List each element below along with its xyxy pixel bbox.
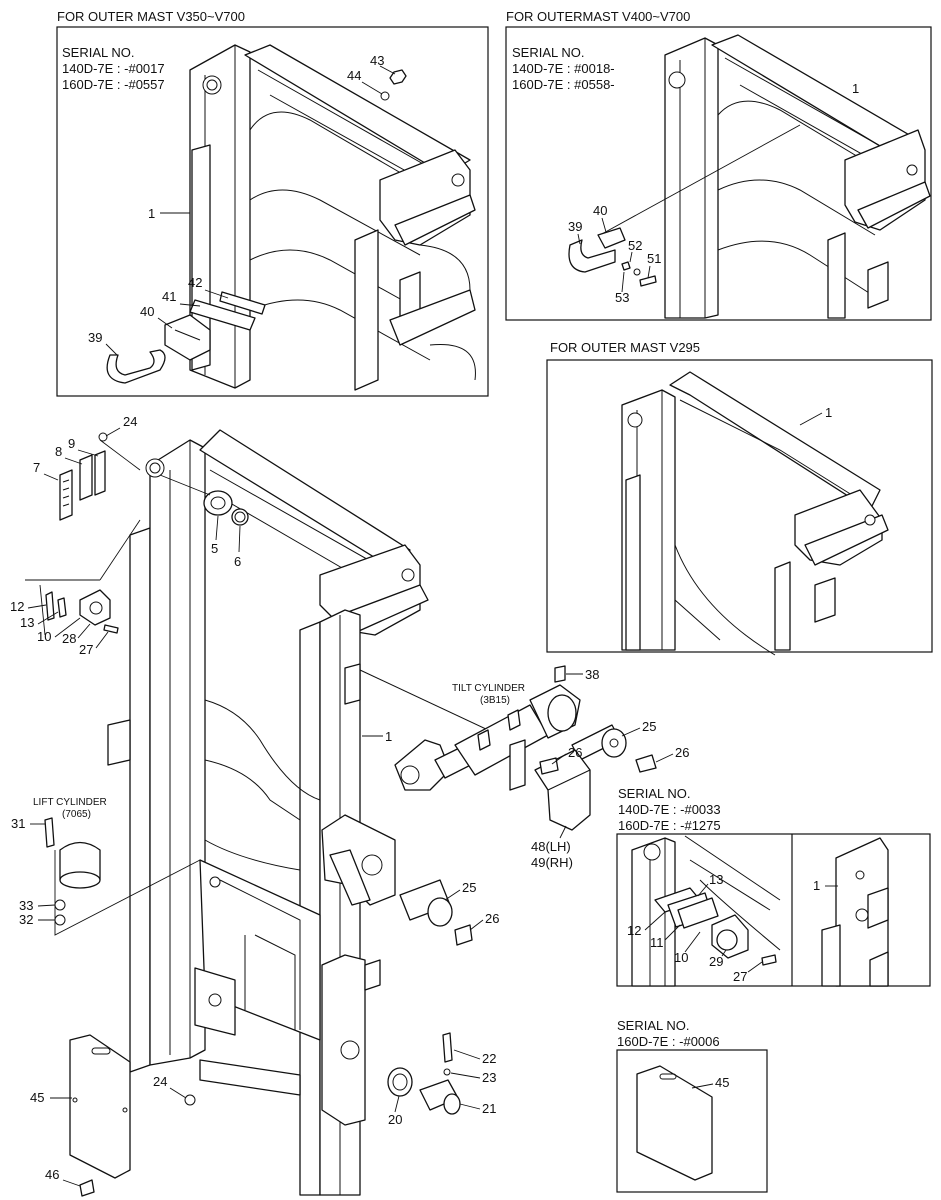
callout-40: 40 xyxy=(593,203,607,218)
callout-5: 5 xyxy=(211,541,218,556)
callout-24: 24 xyxy=(153,1074,167,1089)
serial-label: SERIAL NO. xyxy=(618,786,690,801)
callout-1: 1 xyxy=(148,206,155,221)
callout-32: 32 xyxy=(19,912,33,927)
panel-outer-mast-v350: FOR OUTER MAST V350~V700 SERIAL NO. 140D… xyxy=(56,9,489,397)
panel-outer-mast-v400: FOR OUTERMAST V400~V700 SERIAL NO. 140D-… xyxy=(505,9,932,321)
callout-22: 22 xyxy=(482,1051,496,1066)
callout-26: 26 xyxy=(485,911,499,926)
callout-7: 7 xyxy=(33,460,40,475)
callout-33: 33 xyxy=(19,898,33,913)
callout-12: 12 xyxy=(10,599,24,614)
callout-13: 13 xyxy=(20,615,34,630)
hose-clamp-assembly xyxy=(568,227,657,287)
callout-45: 45 xyxy=(30,1090,44,1105)
lower-parts xyxy=(69,879,473,1197)
callouts: 1 13 12 11 10 29 27 xyxy=(627,872,838,984)
main-mast-assembly xyxy=(107,429,521,1196)
top-left-small-parts xyxy=(25,432,249,636)
callout-27: 27 xyxy=(79,642,93,657)
serial-label: SERIAL NO. xyxy=(62,45,134,60)
callout-27: 27 xyxy=(733,969,747,984)
panel-outer-mast-v295: FOR OUTER MAST V295 1 xyxy=(546,340,933,656)
lift-cylinder-code: (7065) xyxy=(62,809,91,820)
outer-mast-drawing xyxy=(621,371,889,656)
callout-46: 46 xyxy=(45,1167,59,1182)
callouts: 1 40 39 52 51 53 xyxy=(568,81,859,305)
serial-line: 140D-7E : -#0033 xyxy=(618,802,721,817)
serial-label: SERIAL NO. xyxy=(617,1018,689,1033)
serial-line: 160D-7E : -#1275 xyxy=(618,818,721,833)
serial-line: 160D-7E : #0558- xyxy=(512,77,615,92)
callout-44: 44 xyxy=(347,68,361,83)
callout-31: 31 xyxy=(11,816,25,831)
callout-48: 48(LH) xyxy=(531,839,571,854)
callout-41: 41 xyxy=(162,289,176,304)
panel-frame xyxy=(56,26,489,397)
serial-line: 160D-7E : -#0006 xyxy=(617,1034,720,1049)
callout-12: 12 xyxy=(627,923,641,938)
callouts: 1 xyxy=(799,405,832,426)
panel-serial-0033: SERIAL NO. 140D-7E : -#0033 160D-7E : -#… xyxy=(616,786,931,987)
callout-49: 49(RH) xyxy=(531,855,573,870)
outer-mast-drawing xyxy=(599,34,931,319)
callout-9: 9 xyxy=(68,436,75,451)
callout-39: 39 xyxy=(568,219,582,234)
lift-cylinder-label: LIFT CYLINDER xyxy=(33,797,107,808)
callout-11: 11 xyxy=(650,935,664,950)
callout-28: 28 xyxy=(62,631,76,646)
callout-40: 40 xyxy=(140,304,154,319)
callout-20: 20 xyxy=(388,1112,402,1127)
serial-line: 160D-7E : -#0557 xyxy=(62,77,165,92)
callout-1: 1 xyxy=(825,405,832,420)
serial-line: 140D-7E : #0018- xyxy=(512,61,615,76)
callout-21: 21 xyxy=(482,1101,496,1116)
callout-26: 26 xyxy=(675,745,689,760)
outer-mast-drawing xyxy=(160,44,476,391)
callout-39: 39 xyxy=(88,330,102,345)
tilt-cylinder-code: (3B15) xyxy=(480,695,510,706)
callout-52: 52 xyxy=(628,238,642,253)
heading-outer-v400: FOR OUTERMAST V400~V700 xyxy=(506,9,690,24)
lift-cylinder-assembly: LIFT CYLINDER (7065) xyxy=(33,797,201,936)
callout-51: 51 xyxy=(647,251,661,266)
callouts: 43 44 1 42 41 40 39 xyxy=(88,53,396,357)
callout-24: 24 xyxy=(123,414,137,429)
detail-drawing xyxy=(631,835,889,987)
callout-1: 1 xyxy=(852,81,859,96)
tilt-cylinder-label: TILT CYLINDER xyxy=(452,683,525,694)
panel-frame xyxy=(616,1049,768,1193)
panel-frame xyxy=(505,26,932,321)
serial-line: 140D-7E : -#0017 xyxy=(62,61,165,76)
panel-frame xyxy=(616,833,931,987)
callout-23: 23 xyxy=(482,1070,496,1085)
callout-10: 10 xyxy=(674,950,688,965)
callout-25: 25 xyxy=(642,719,656,734)
panel-serial-0006: SERIAL NO. 160D-7E : -#0006 45 xyxy=(616,1018,768,1193)
heading-outer-v295: FOR OUTER MAST V295 xyxy=(550,340,700,355)
callout-42: 42 xyxy=(188,275,202,290)
callout-45: 45 xyxy=(715,1075,729,1090)
callout-43: 43 xyxy=(370,53,384,68)
heading-outer-v350: FOR OUTER MAST V350~V700 xyxy=(57,9,245,24)
callout-53: 53 xyxy=(615,290,629,305)
tilt-cylinder-assembly: TILT CYLINDER (3B15) xyxy=(394,665,657,831)
serial-label: SERIAL NO. xyxy=(512,45,584,60)
callout-13: 13 xyxy=(709,872,723,887)
main-callouts: 24 9 8 7 5 6 12 13 10 28 27 1 38 25 26 2… xyxy=(10,414,689,1187)
callout-38: 38 xyxy=(585,667,599,682)
callout-26: 26 xyxy=(568,745,582,760)
callout-1: 1 xyxy=(813,878,820,893)
panel-frame xyxy=(546,359,933,653)
callout-8: 8 xyxy=(55,444,62,459)
callout-25: 25 xyxy=(462,880,476,895)
callout-29: 29 xyxy=(709,954,723,969)
callout-6: 6 xyxy=(234,554,241,569)
callout-1: 1 xyxy=(385,729,392,744)
callout-10: 10 xyxy=(37,629,51,644)
